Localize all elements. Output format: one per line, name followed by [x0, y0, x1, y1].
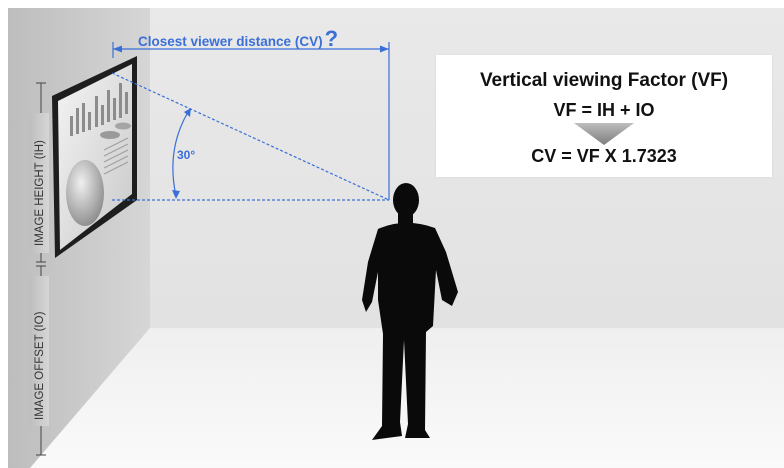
formula-title: Vertical viewing Factor (VF) [479, 70, 729, 91]
formula-cv: CV = VF X 1.7323 [531, 146, 677, 166]
sightline-diagonal [111, 72, 390, 201]
screen-disc-chart [100, 131, 120, 139]
arrowhead-right [380, 45, 389, 53]
question-mark: ? [325, 26, 338, 51]
screen-text-lines [103, 137, 129, 175]
arc-arrowhead-top [184, 108, 191, 117]
image-offset-label: IMAGE OFFSET (IO) [34, 311, 46, 420]
screen-pie-chart [66, 160, 104, 226]
down-arrow-icon [574, 123, 634, 145]
cv-label: Closest viewer distance (CV)? [138, 26, 338, 51]
screen-bar-chart [70, 83, 128, 136]
formula-vf: VF = IH + IO [553, 100, 655, 120]
arrowhead-left [113, 45, 122, 53]
angle-label: 30° [177, 148, 195, 162]
angle-arc [172, 111, 189, 197]
arc-arrowhead-bottom [172, 190, 180, 199]
wall-screen [52, 56, 137, 258]
formula-panel: Vertical viewing Factor (VF) VF = IH + I… [436, 55, 772, 177]
image-height-label: IMAGE HEIGHT (IH) [34, 140, 46, 246]
viewer-silhouette [362, 183, 458, 440]
